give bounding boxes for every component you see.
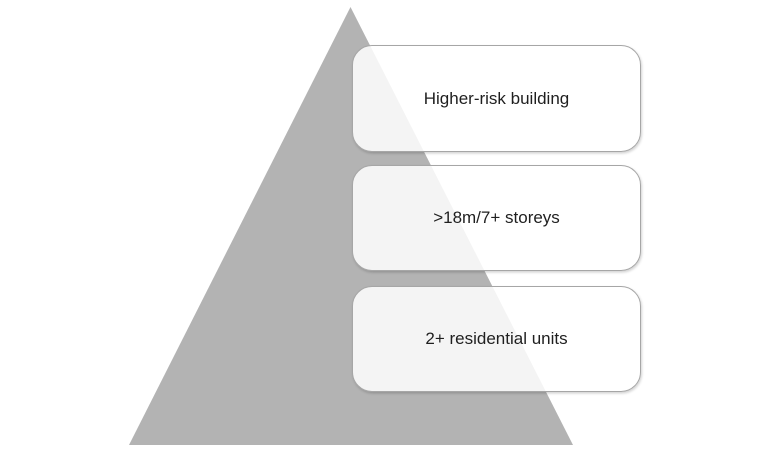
pyramid-level-height-storeys: >18m/7+ storeys [352,165,641,271]
pyramid-level-residential-units: 2+ residential units [352,286,641,392]
pyramid-level-3-label: 2+ residential units [425,329,568,348]
pyramid-level-higher-risk-building: Higher-risk building [352,45,641,152]
pyramid-level-1-label: Higher-risk building [423,88,570,108]
pyramid-level-2-label: >18m/7+ storeys [433,208,560,227]
